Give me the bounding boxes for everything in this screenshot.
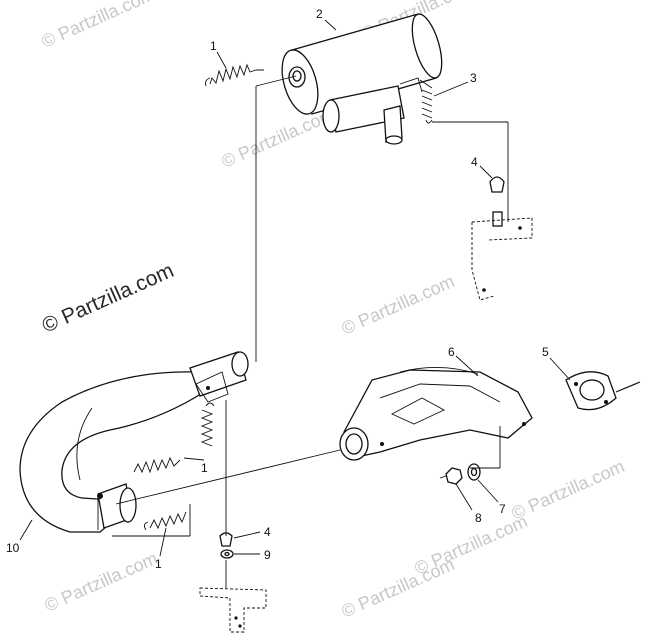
spring-right — [419, 79, 433, 124]
grommet-top — [489, 176, 505, 227]
watermark: © Partzilla.com — [38, 0, 157, 52]
callout-1-bottom: 1 — [155, 557, 162, 571]
spring-vertical — [200, 402, 215, 447]
callout-4-top: 4 — [471, 155, 478, 169]
bracket-top — [471, 217, 533, 301]
leader-lines — [19, 19, 571, 588]
watermark: © Partzilla.com — [508, 456, 627, 524]
watermark: © Partzilla.com — [338, 554, 457, 622]
callout-1-mid: 1 — [201, 461, 208, 475]
hardware-nut-washer — [439, 463, 481, 485]
callout-8: 8 — [475, 511, 482, 525]
callouts: 1 2 3 4 5 6 7 8 1 1 4 9 10 — [6, 7, 549, 571]
watermark: © Partzilla.com — [218, 104, 337, 172]
callout-10: 10 — [6, 541, 20, 555]
spring-top — [205, 63, 264, 87]
callout-7: 7 — [499, 502, 506, 516]
bracket-bottom — [199, 587, 267, 633]
expansion-chamber — [19, 351, 249, 533]
callout-4-bottom: 4 — [264, 525, 271, 539]
spring-bottom — [143, 511, 187, 531]
callout-9: 9 — [264, 548, 271, 562]
watermark: © Partzilla.com — [338, 271, 457, 339]
featured-watermark: © Partzilla.com — [39, 259, 178, 338]
spring-mid — [133, 456, 181, 474]
callout-6: 6 — [448, 345, 455, 359]
callout-3: 3 — [470, 71, 477, 85]
grommet-bottom — [219, 532, 234, 559]
gasket-flange — [565, 371, 641, 411]
callout-2: 2 — [316, 7, 323, 21]
callout-5: 5 — [542, 345, 549, 359]
exhaust-manifold — [339, 367, 533, 461]
watermark: © Partzilla.com — [41, 548, 160, 616]
muffler — [281, 13, 443, 145]
callout-1-top: 1 — [210, 39, 217, 53]
